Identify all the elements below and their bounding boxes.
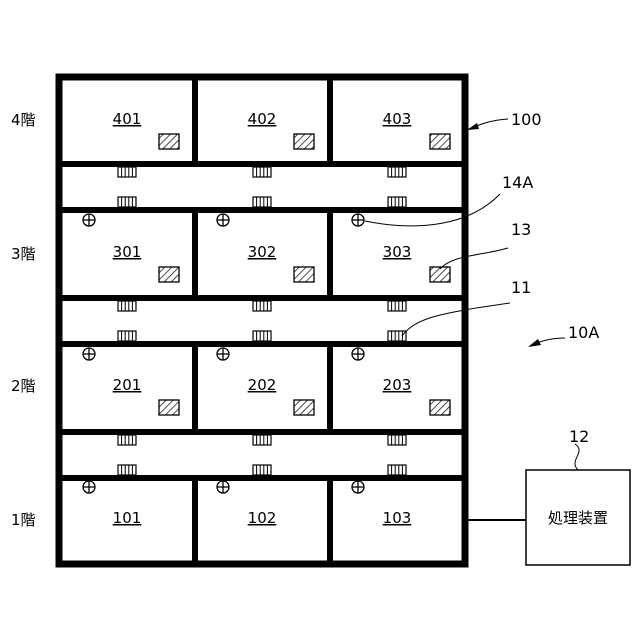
reference-labels: 100 14A 13 11 10A 12 — [502, 110, 599, 446]
floor-label-3: 3階 — [11, 245, 36, 263]
room-label: 302 — [248, 243, 277, 261]
floor-label-2: 2階 — [11, 377, 36, 395]
corridor-unit-icon — [118, 167, 136, 177]
room-label: 402 — [248, 110, 277, 128]
hatched-panel-icon — [294, 400, 314, 415]
corridor-unit-icon — [388, 167, 406, 177]
hatched-panel-icon — [159, 134, 179, 149]
corridor-unit-icon — [253, 435, 271, 445]
corridor-unit-icon — [253, 465, 271, 475]
corridor-unit-icon — [253, 301, 271, 311]
floor-label-1: 1階 — [11, 511, 36, 529]
room-label: 101 — [113, 509, 142, 527]
room-label: 401 — [113, 110, 142, 128]
circle-sensor-icon — [217, 348, 229, 360]
circle-sensor-icon — [352, 214, 364, 226]
processor-label: 処理装置 — [548, 509, 608, 527]
room-label: 201 — [113, 376, 142, 394]
ref-label-12: 12 — [569, 427, 589, 446]
floor-slabs — [59, 164, 465, 478]
corridor-unit-icon — [118, 435, 136, 445]
corridor-units — [118, 167, 406, 475]
leader-line-11 — [402, 303, 510, 336]
leader-line-12 — [575, 444, 579, 470]
corridor-unit-icon — [388, 435, 406, 445]
hatched-panel-icon — [159, 267, 179, 282]
hatched-panel-icon — [430, 267, 450, 282]
circle-sensor-icon — [217, 481, 229, 493]
circle-sensor-icon — [352, 481, 364, 493]
building-outline — [59, 77, 465, 564]
room-label: 403 — [383, 110, 412, 128]
hatched-panel-icon — [430, 400, 450, 415]
hatched-panel-icon — [159, 400, 179, 415]
room-label: 103 — [383, 509, 412, 527]
corridor-unit-icon — [253, 167, 271, 177]
circle-sensor-icon — [83, 214, 95, 226]
room-label: 102 — [248, 509, 277, 527]
corridor-unit-icon — [118, 301, 136, 311]
corridor-unit-icon — [253, 331, 271, 341]
corridor-unit-icon — [253, 197, 271, 207]
corridor-unit-icon — [388, 301, 406, 311]
hatched-panel-icon — [294, 134, 314, 149]
room-label: 203 — [383, 376, 412, 394]
ref-label-10a: 10A — [568, 323, 599, 342]
circle-sensor-icon — [217, 214, 229, 226]
corridor-unit-icon — [118, 465, 136, 475]
corridor-unit-icon — [388, 331, 406, 341]
room-label: 301 — [113, 243, 142, 261]
circle-sensor-icon — [83, 481, 95, 493]
ref-label-13: 13 — [511, 220, 531, 239]
corridor-unit-icon — [118, 197, 136, 207]
corridor-unit-icon — [118, 331, 136, 341]
circle-sensor-icon — [83, 348, 95, 360]
arrowhead — [528, 339, 541, 347]
ref-label-11: 11 — [511, 278, 531, 297]
ref-label-100: 100 — [511, 110, 542, 129]
floor-labels: 4階 3階 2階 1階 — [11, 111, 36, 529]
corridor-unit-icon — [388, 197, 406, 207]
arrowhead — [467, 123, 479, 130]
room-partitions — [195, 77, 330, 564]
circle-sensor-icon — [352, 348, 364, 360]
ref-label-14a: 14A — [502, 173, 533, 192]
hatched-panel-icon — [430, 134, 450, 149]
room-label: 202 — [248, 376, 277, 394]
floor-label-4: 4階 — [11, 111, 36, 129]
leader-line-13 — [440, 248, 508, 269]
corridor-unit-icon — [388, 465, 406, 475]
room-label: 303 — [383, 243, 412, 261]
hatched-panel-icon — [294, 267, 314, 282]
